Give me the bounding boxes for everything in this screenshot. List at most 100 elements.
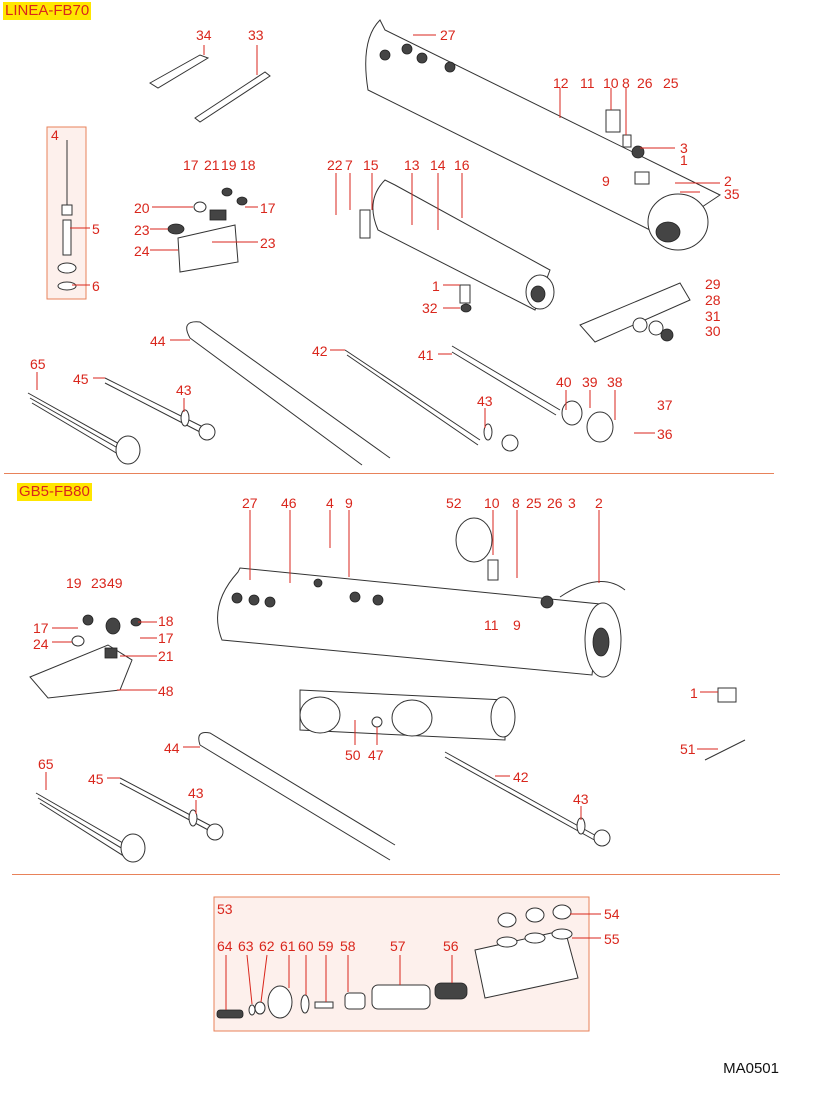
valve-1 <box>634 171 650 185</box>
callout-64: 64 <box>217 938 233 954</box>
callout-11: 11 <box>484 617 499 633</box>
switch-15 <box>359 209 371 239</box>
cap-32 <box>460 303 472 313</box>
callout-52: 52 <box>446 495 462 511</box>
callout-17: 17 <box>183 157 199 173</box>
callout-54: 54 <box>604 906 620 922</box>
callout-1: 1 <box>680 152 688 168</box>
fitting-8 <box>622 134 632 148</box>
section-divider <box>12 874 780 875</box>
callout-18: 18 <box>158 613 174 629</box>
callout-40: 40 <box>556 374 572 390</box>
callout-47: 47 <box>368 747 384 763</box>
nut-6 <box>57 262 77 274</box>
callout-16: 16 <box>454 157 470 173</box>
callout-50: 50 <box>345 747 361 763</box>
fitting-19 <box>221 187 233 197</box>
callout-44: 44 <box>164 740 180 756</box>
element-65 <box>27 392 131 461</box>
callout-24: 24 <box>134 243 150 259</box>
callout-56: 56 <box>443 938 459 954</box>
section-title-linea-fb70: LINEA-FB70 <box>3 2 92 20</box>
callout-37: 37 <box>657 397 673 413</box>
callout-5: 5 <box>92 221 100 237</box>
element-45 <box>119 777 216 833</box>
element-65 <box>35 792 136 861</box>
pin-59 <box>314 1001 334 1009</box>
callout-32: 32 <box>422 300 438 316</box>
callout-36: 36 <box>657 426 673 442</box>
fitting-18 <box>236 196 248 206</box>
callout-58: 58 <box>340 938 356 954</box>
callout-38: 38 <box>607 374 623 390</box>
section-title-gb5-fb80: GB5-FB80 <box>17 483 92 501</box>
callout-53: 53 <box>217 901 233 917</box>
callout-9: 9 <box>345 495 353 511</box>
callout-29: 29 <box>705 276 721 292</box>
leader-lines <box>36 34 720 1010</box>
callout-21: 21 <box>204 157 220 173</box>
callout-27: 27 <box>242 495 258 511</box>
callout-44: 44 <box>150 333 166 349</box>
fitting-47 <box>371 716 383 728</box>
boiler-end-cap <box>647 193 709 251</box>
callout-48: 48 <box>158 683 174 699</box>
callout-10: 10 <box>603 75 619 91</box>
screw-64 <box>216 1009 244 1019</box>
callout-43: 43 <box>573 791 589 807</box>
element-42 <box>444 751 601 843</box>
callout-63: 63 <box>238 938 254 954</box>
callout-7: 7 <box>345 157 353 173</box>
callout-30: 30 <box>705 323 721 339</box>
callout-42: 42 <box>513 769 529 785</box>
probe-nut <box>61 204 73 216</box>
callout-51: 51 <box>680 741 696 757</box>
callout-65: 65 <box>38 756 54 772</box>
callout-26: 26 <box>637 75 653 91</box>
callout-45: 45 <box>73 371 89 387</box>
callout-49: 49 <box>107 575 123 591</box>
valve-10 <box>487 559 499 581</box>
callout-41: 41 <box>418 347 434 363</box>
callout-1: 1 <box>690 685 698 701</box>
callout-43: 43 <box>477 393 493 409</box>
callout-1: 1 <box>432 278 440 294</box>
callout-59: 59 <box>318 938 334 954</box>
oring-60 <box>300 994 310 1014</box>
cross-fitting-3 <box>540 595 554 609</box>
gasket-39 <box>561 400 583 426</box>
valve-10 <box>605 109 621 133</box>
callout-43: 43 <box>188 785 204 801</box>
bracket-34 <box>149 54 210 89</box>
washer-6 <box>57 281 77 291</box>
callout-15: 15 <box>363 157 379 173</box>
callout-34: 34 <box>196 27 212 43</box>
callout-18: 18 <box>240 157 256 173</box>
fitting-23 <box>167 223 185 235</box>
callout-2: 2 <box>595 495 603 511</box>
callout-14: 14 <box>430 157 446 173</box>
callout-22: 22 <box>327 157 343 173</box>
spring-56 <box>434 982 468 1000</box>
callout-62: 62 <box>259 938 275 954</box>
callout-39: 39 <box>582 374 598 390</box>
washer-63 <box>248 1004 256 1016</box>
callout-55: 55 <box>604 931 620 947</box>
callout-26: 26 <box>547 495 563 511</box>
callout-43: 43 <box>176 382 192 398</box>
boiler-46 <box>217 567 601 676</box>
boiler-port <box>655 221 681 243</box>
callout-17: 17 <box>158 630 174 646</box>
callout-8: 8 <box>622 75 630 91</box>
flange-38 <box>586 411 614 443</box>
callout-12: 12 <box>553 75 569 91</box>
document-code: MA0501 <box>723 1060 779 1077</box>
cross-fitting-3 <box>631 145 645 159</box>
callout-3: 3 <box>680 140 688 156</box>
pipe-2 <box>559 581 626 598</box>
element-44 <box>186 321 391 466</box>
callout-20: 20 <box>134 200 150 216</box>
valve-1b <box>459 284 471 304</box>
callout-23: 23 <box>260 235 276 251</box>
